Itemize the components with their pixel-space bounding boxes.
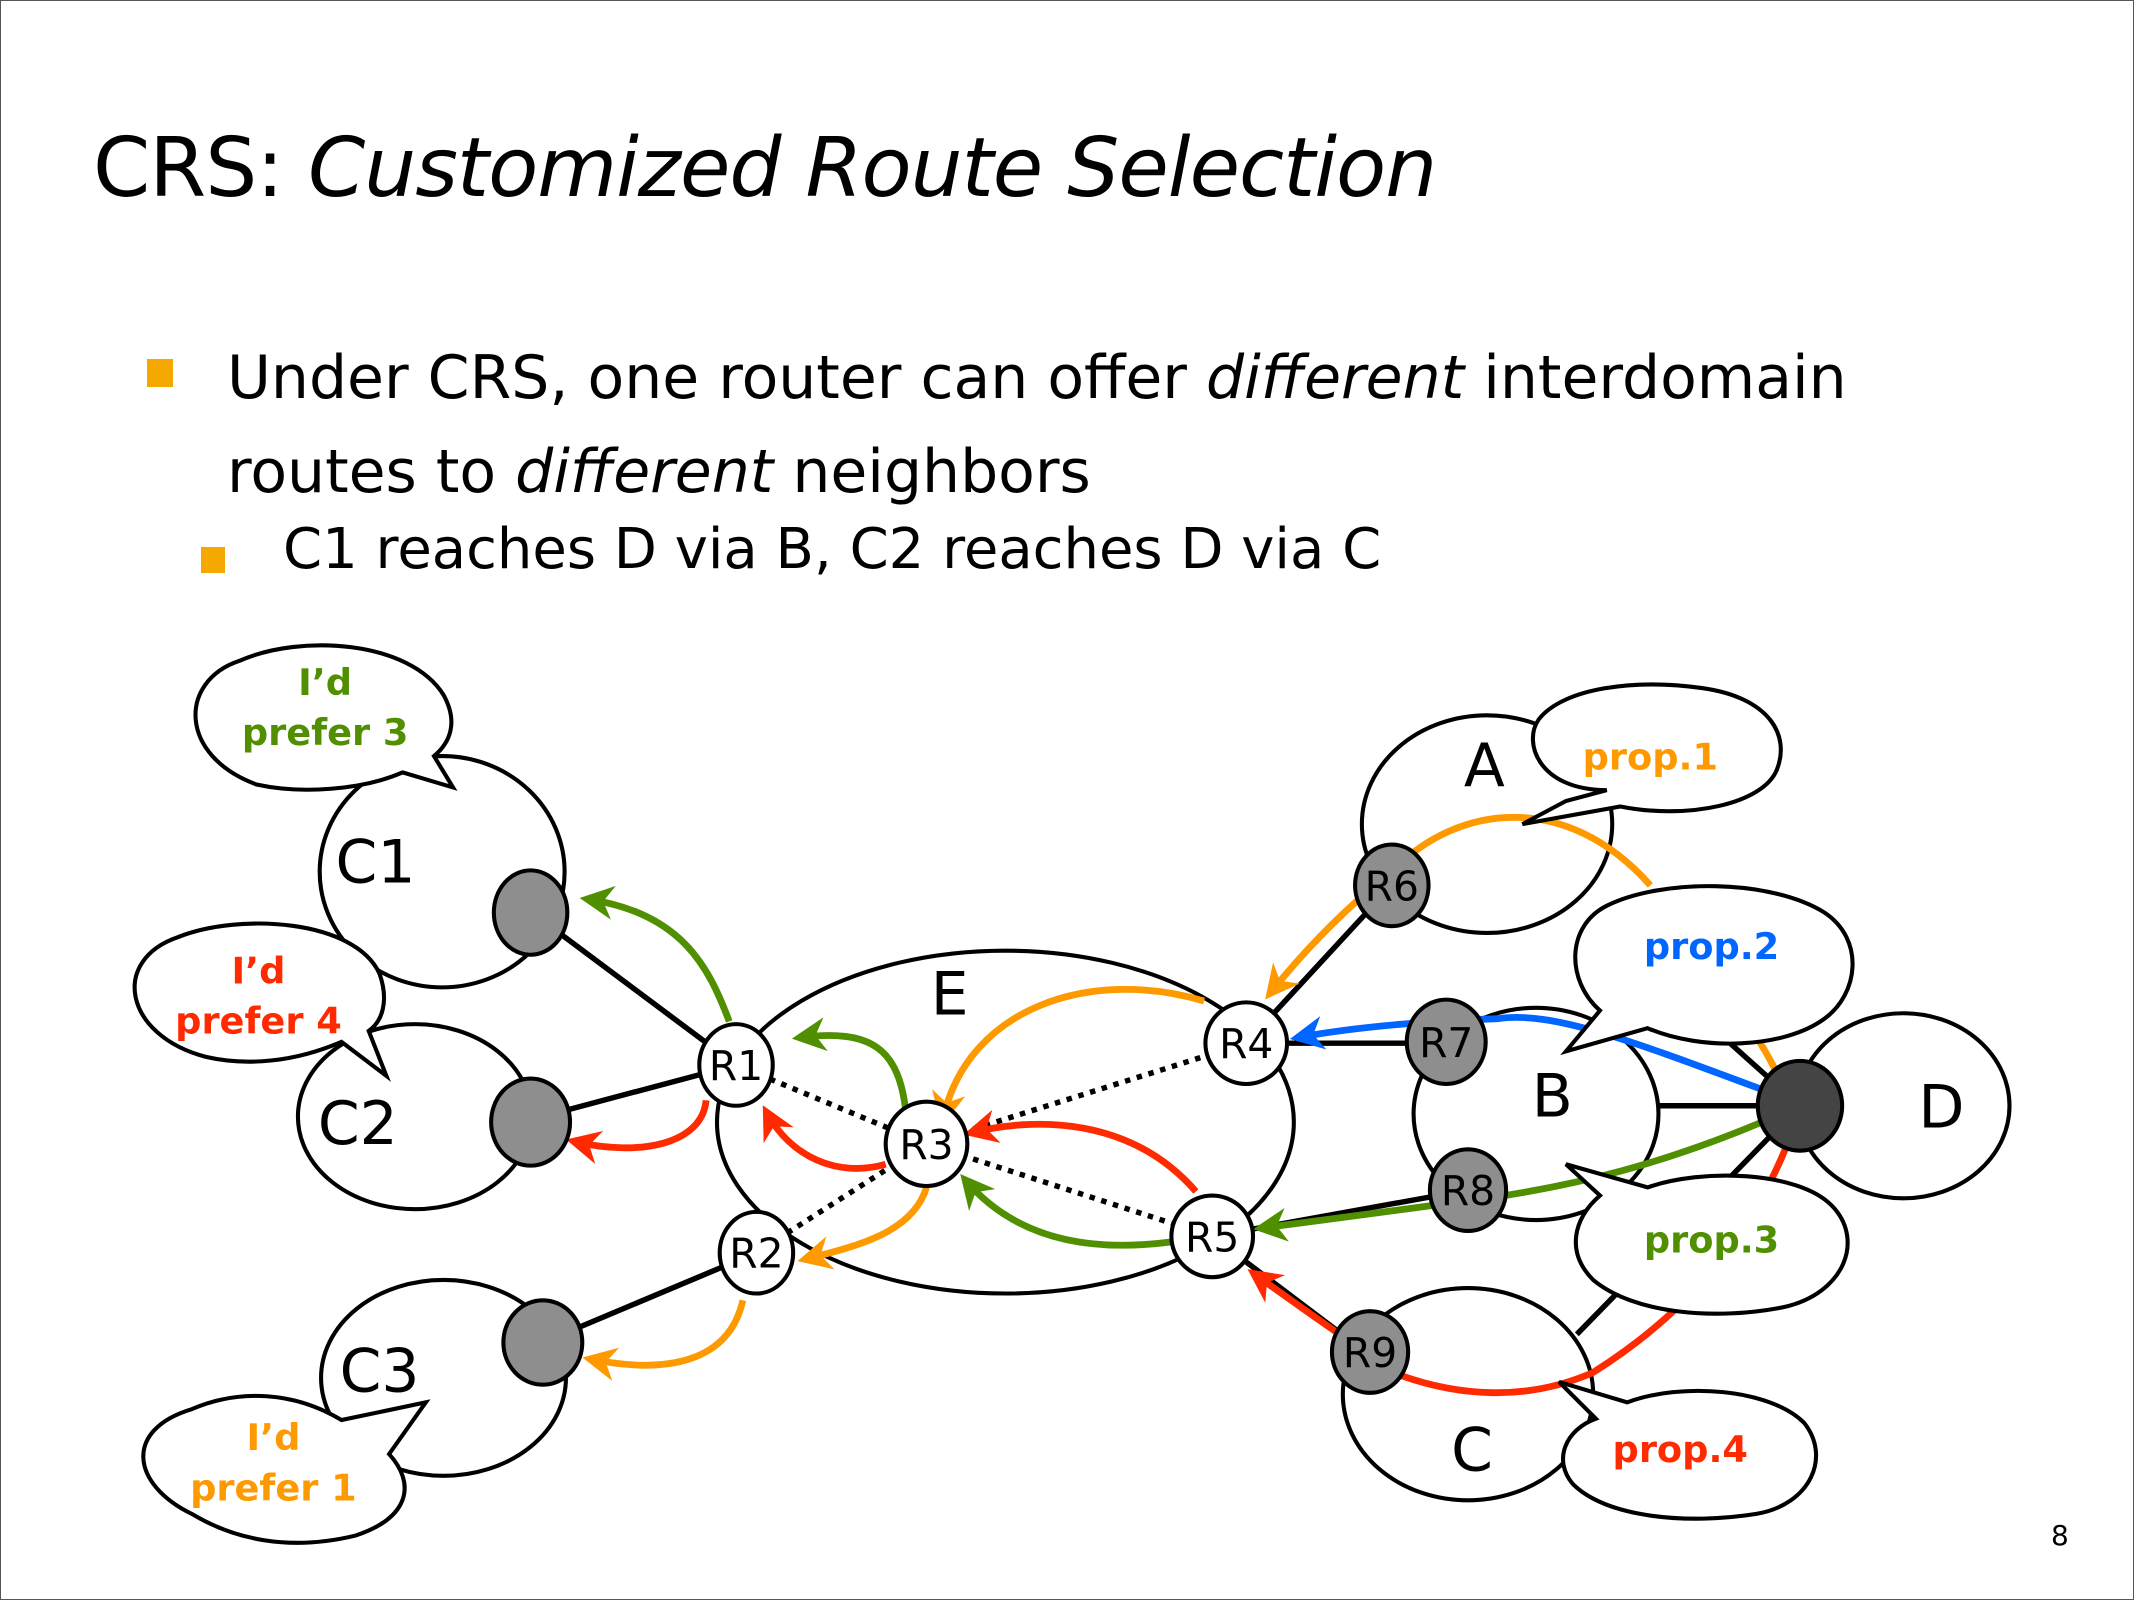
route-prop4-r5-to-r3 (963, 1109, 1199, 1194)
bullet-1: Under CRS, one router can offer differen… (227, 331, 1847, 519)
bubble-prop3 (1564, 1162, 1850, 1316)
bubble-prop4 (1557, 1379, 1819, 1521)
route-prop4-r1-to-c2 (566, 1099, 710, 1165)
title-prefix: CRS: (93, 121, 308, 216)
router-r7-label: R7 (1419, 1019, 1473, 1067)
bullet-1-text-b: interdomain (1464, 343, 1847, 413)
router-r6 (1353, 842, 1431, 929)
bullet-1-text-c: routes to (227, 437, 516, 507)
slide-title: CRS: Customized Route Selection (93, 121, 1437, 216)
bullet-1-text-a: Under CRS, one router can offer (227, 343, 1207, 413)
router-r4-label: R4 (1219, 1020, 1273, 1068)
as-e (714, 948, 1296, 1296)
bullet-1-text-d: neighbors (773, 437, 1091, 507)
as-d-label: D (1918, 1073, 1964, 1143)
router-r1-label: R1 (709, 1042, 763, 1090)
bubble-c2 (132, 921, 391, 1082)
router-r5-label: R5 (1185, 1213, 1239, 1261)
router-r9-label: R9 (1343, 1329, 1397, 1377)
as-c3-label: C3 (340, 1336, 420, 1406)
router-r8-label: R8 (1441, 1167, 1495, 1215)
ibgp-r2-r3 (754, 1141, 928, 1255)
route-prop3-r1-to-c1 (579, 885, 733, 1023)
route-prop4-r3-to-r1 (762, 1105, 887, 1172)
bubble-c1-line1: I’d (298, 661, 352, 704)
router-r5 (1169, 1193, 1256, 1280)
bubble-c3-line2: prefer 1 (190, 1466, 357, 1509)
bubble-prop1 (1521, 682, 1783, 827)
bullet-1-emph-b: different (515, 437, 774, 507)
ibgp-r3-r5 (925, 1141, 1214, 1239)
as-e-label: E (931, 960, 969, 1030)
bullet-marker-1 (147, 359, 173, 387)
route-prop1-r3-to-r2 (797, 1186, 930, 1270)
router-r8 (1427, 1147, 1509, 1233)
router-r7 (1404, 997, 1488, 1087)
bubble-c3 (141, 1393, 431, 1545)
bubble-prop2-text: prop.2 (1644, 925, 1779, 968)
router-r9 (1329, 1309, 1411, 1395)
router-r1 (697, 1022, 775, 1108)
bubble-c1 (193, 643, 458, 792)
router-r6-label: R6 (1365, 862, 1419, 910)
as-c1-label: C1 (336, 828, 416, 898)
route-prop1-r2-to-c3 (582, 1299, 747, 1381)
as-a-label: A (1464, 731, 1505, 801)
bubble-c1-line2: prefer 3 (242, 711, 409, 754)
route-prop3-r3-to-r1 (791, 1017, 910, 1115)
bubble-c2-line2: prefer 4 (175, 1000, 342, 1043)
as-c2-label: C2 (318, 1089, 398, 1159)
router-r3-label: R3 (899, 1121, 953, 1169)
as-c-label: C (1451, 1415, 1493, 1485)
bullet-1-emph-a: different (1206, 343, 1465, 413)
bubble-prop2 (1560, 884, 1855, 1056)
router-r2-label: R2 (729, 1230, 783, 1278)
bullet-marker-2 (201, 547, 225, 573)
router-r4 (1203, 1000, 1290, 1087)
bubble-prop3-text: prop.3 (1644, 1219, 1779, 1262)
c3-router (501, 1298, 585, 1387)
title-italic: Customized Route Selection (307, 121, 1437, 216)
bubble-prop4-text: prop.4 (1613, 1428, 1748, 1471)
route-prop3-r5-to-r3 (960, 1174, 1172, 1249)
bubble-c3-line1: I’d (246, 1416, 300, 1459)
c2-router (489, 1076, 573, 1168)
bubble-c2-line1: I’d (232, 949, 286, 992)
page-number: 8 (2051, 1519, 2069, 1552)
bubble-prop1-text: prop.1 (1583, 736, 1718, 779)
bullet-2: C1 reaches D via B, C2 reaches D via C (283, 517, 1382, 582)
as-b-label: B (1532, 1062, 1573, 1132)
route-prop2-d-to-r4 (1289, 1014, 1764, 1093)
c1-router (491, 868, 570, 957)
route-prop1-r4-to-r3 (932, 986, 1206, 1127)
router-r3 (883, 1099, 970, 1189)
router-d (1755, 1058, 1845, 1153)
router-r2 (717, 1209, 796, 1296)
link-c1-r1 (530, 910, 738, 1068)
